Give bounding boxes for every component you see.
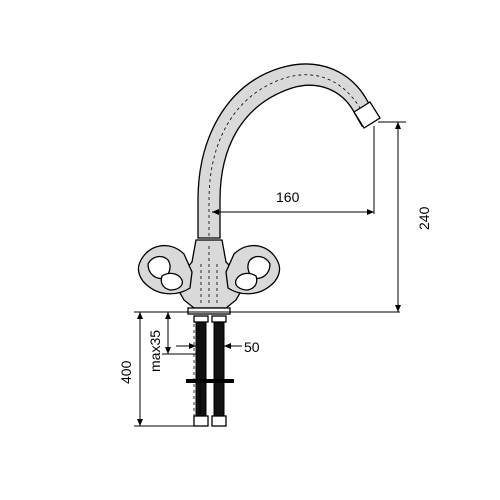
dimension-hose-length: 400 <box>118 311 196 427</box>
spacing-label: 50 <box>244 339 260 355</box>
hose-length-label: 400 <box>118 360 134 384</box>
max-thickness-label: max35 <box>147 330 163 372</box>
right-hose <box>213 319 225 417</box>
left-handle <box>137 244 193 295</box>
reach-label: 160 <box>276 189 300 205</box>
fixing-bracket <box>186 379 234 383</box>
dimension-max-thickness: max35 <box>147 312 196 372</box>
right-hose-nut <box>211 415 227 427</box>
left-hose-nut <box>193 415 209 427</box>
left-hose <box>195 319 207 417</box>
height-label: 240 <box>416 206 432 230</box>
dimension-reach: 160 <box>212 126 375 215</box>
aerator <box>353 101 381 129</box>
mounting-shank <box>150 307 400 420</box>
flexible-hoses <box>186 315 234 427</box>
spout <box>197 63 381 239</box>
dimension-height: 240 <box>378 121 432 312</box>
dimension-spacing: 50 <box>176 339 260 355</box>
right-handle <box>225 244 281 295</box>
